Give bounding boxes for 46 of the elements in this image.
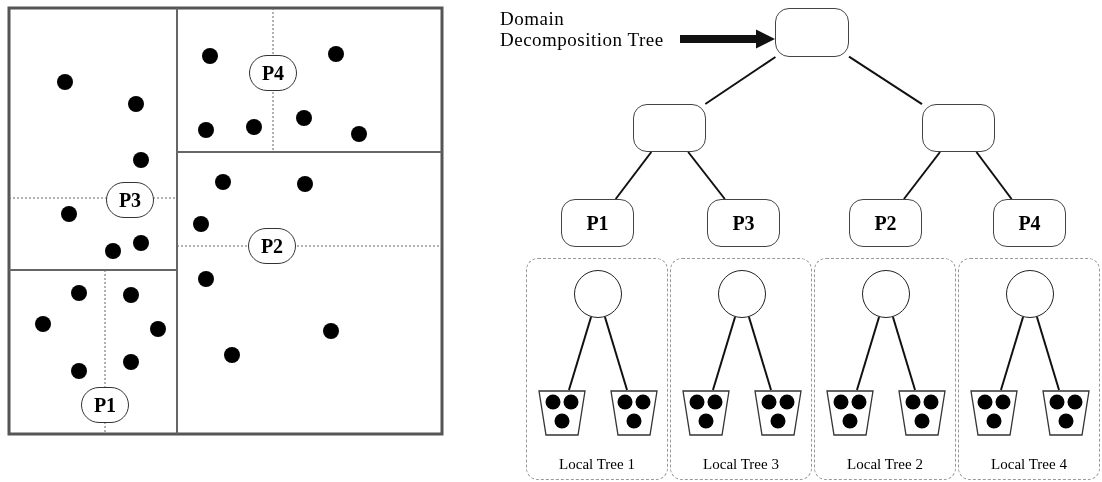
panel-caption: Local Tree 2 (846, 456, 924, 473)
particle-bucket (682, 390, 730, 436)
tree-label: Domain Decomposition Tree (500, 8, 680, 74)
local-tree-panel (814, 258, 956, 480)
connector-line (711, 315, 737, 391)
local-tree-panel (958, 258, 1100, 480)
particle-bucket (826, 390, 874, 436)
particle-bucket (754, 390, 802, 436)
connector-line (902, 151, 942, 200)
partition-label: P1 (81, 387, 129, 423)
leaf-node: P2 (849, 199, 922, 247)
connector-line (687, 151, 726, 200)
tree-root-circle (1006, 270, 1054, 318)
particle-bucket (538, 390, 586, 436)
partition-label: P2 (248, 228, 296, 264)
particle-bucket (970, 390, 1018, 436)
tree-root-circle (574, 270, 622, 318)
leaf-node: P3 (707, 199, 780, 247)
tree-root-circle (718, 270, 766, 318)
connector-line (603, 315, 629, 391)
particle-bucket (1042, 390, 1090, 436)
connector-line (848, 55, 923, 106)
panel-caption: Local Tree 1 (558, 456, 636, 473)
tree-node (922, 104, 995, 152)
leaf-node: P1 (561, 199, 634, 247)
connector-line (855, 315, 881, 391)
panel-caption: Local Tree 4 (990, 456, 1068, 473)
tree-node (775, 8, 849, 57)
particle-bucket (610, 390, 658, 436)
connector-line (747, 315, 773, 391)
tree-node (633, 104, 706, 152)
connector-line (999, 315, 1025, 391)
panel-caption: Local Tree 3 (702, 456, 780, 473)
connector-line (614, 151, 653, 200)
local-tree-panel (526, 258, 668, 480)
connector-line (975, 151, 1013, 200)
connector-line (1035, 315, 1061, 391)
connector-line (891, 315, 917, 391)
particle-bucket (898, 390, 946, 436)
tree-root-circle (862, 270, 910, 318)
partition-label: P3 (106, 182, 154, 218)
partition-label: P4 (249, 55, 297, 91)
local-tree-panel (670, 258, 812, 480)
leaf-node: P4 (993, 199, 1066, 247)
connector-line (567, 315, 593, 391)
connector-line (704, 56, 777, 105)
